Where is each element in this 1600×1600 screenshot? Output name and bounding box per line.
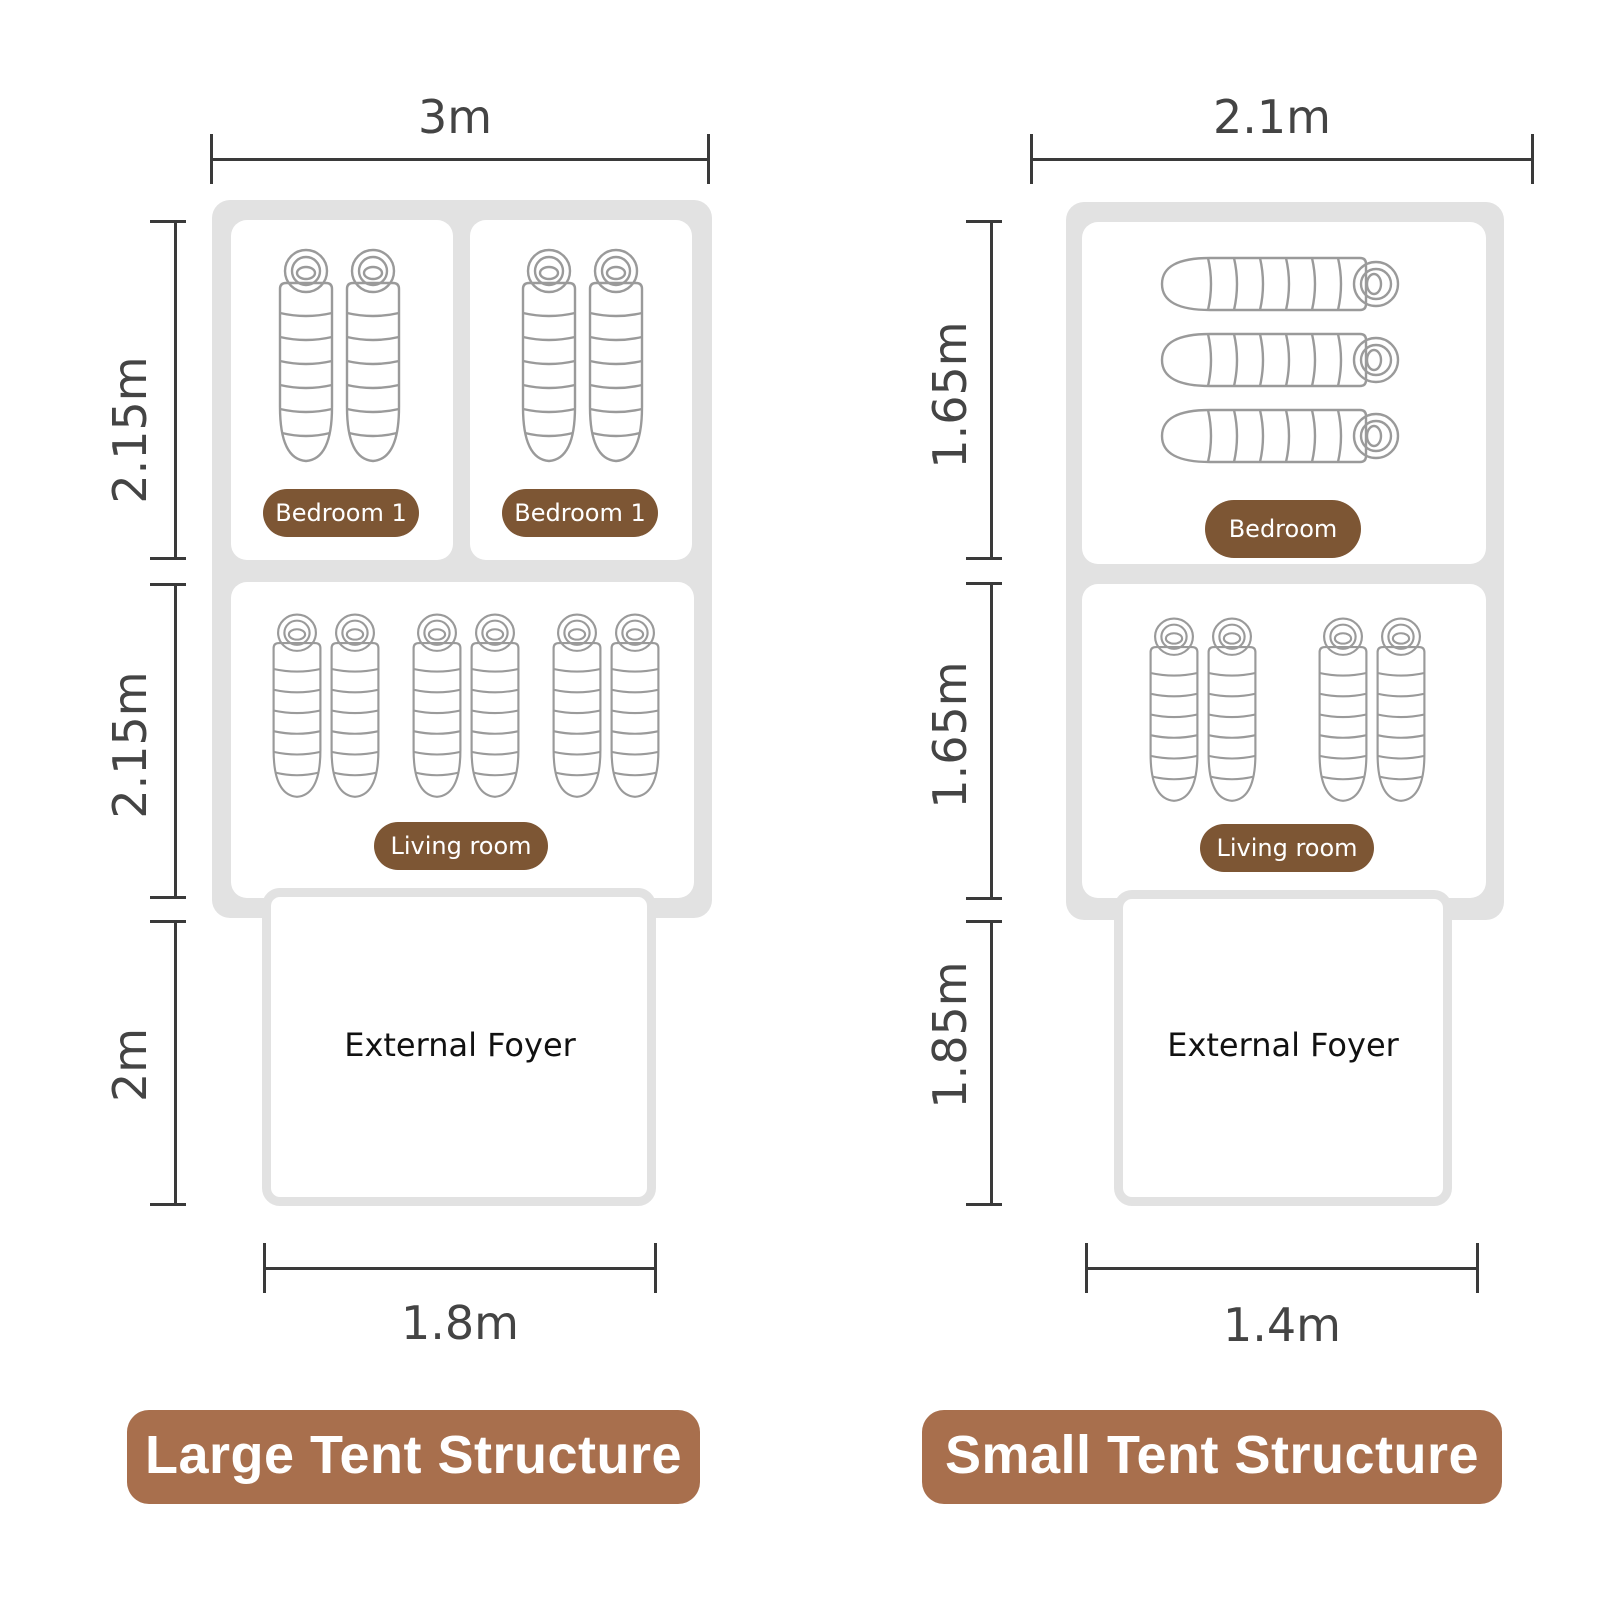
small-top-dimension (1030, 128, 1534, 188)
large-width-label: 3m (417, 90, 493, 144)
large-living-room-label: Living room (374, 822, 548, 870)
sleeping-bag-icon (1160, 252, 1400, 316)
small-foyer (1114, 890, 1452, 1206)
sleeping-bag-icon (1374, 616, 1428, 806)
sleeping-bag-icon (343, 247, 403, 467)
sleeping-bag-icon (1160, 404, 1400, 468)
sleeping-bag-icon (410, 612, 464, 802)
sleeping-bag-icon (1316, 616, 1370, 806)
large-foyer (262, 888, 656, 1206)
small-foyer-width-label: 1.4m (1223, 1298, 1341, 1352)
small-living-room-label: Living room (1200, 824, 1374, 872)
large-living-height-dimension (150, 583, 200, 899)
small-width-label: 2.1m (1213, 90, 1331, 144)
large-foyer-width-dimension (263, 1237, 657, 1297)
small-foyer-label: External Foyer (1167, 1026, 1399, 1064)
large-foyer-width-label: 1.8m (401, 1296, 519, 1350)
sleeping-bag-icon (328, 612, 382, 802)
large-tent-caption: Large Tent Structure (127, 1410, 700, 1504)
large-living-height-label: 2.15m (103, 671, 157, 819)
large-bedroom-height-label: 2.15m (103, 356, 157, 504)
sleeping-bag-icon (276, 247, 336, 467)
sleeping-bag-icon (550, 612, 604, 802)
small-bedroom-height-dimension (966, 220, 1016, 560)
large-foyer-label: External Foyer (344, 1026, 576, 1064)
small-foyer-height-label: 1.85m (923, 961, 977, 1109)
small-living-height-dimension (966, 582, 1016, 900)
small-tent-caption: Small Tent Structure (922, 1410, 1502, 1504)
sleeping-bag-icon (1160, 328, 1400, 392)
large-bedroom-right-label: Bedroom 1 (502, 489, 658, 537)
small-bedroom-label: Bedroom (1205, 500, 1361, 558)
small-living-height-label: 1.65m (923, 661, 977, 809)
small-foyer-height-dimension (966, 920, 1016, 1206)
large-foyer-height-label: 2m (103, 1027, 157, 1103)
sleeping-bag-icon (586, 247, 646, 467)
small-foyer-width-dimension (1085, 1237, 1479, 1297)
large-bedroom-left-label: Bedroom 1 (263, 489, 419, 537)
sleeping-bag-icon (608, 612, 662, 802)
sleeping-bag-icon (270, 612, 324, 802)
large-foyer-height-dimension (150, 920, 200, 1206)
large-top-dimension (210, 128, 710, 188)
small-bedroom-height-label: 1.65m (923, 321, 977, 469)
sleeping-bag-icon (1147, 616, 1201, 806)
sleeping-bag-icon (468, 612, 522, 802)
sleeping-bag-icon (519, 247, 579, 467)
sleeping-bag-icon (1205, 616, 1259, 806)
large-bedroom-height-dimension (150, 220, 200, 560)
